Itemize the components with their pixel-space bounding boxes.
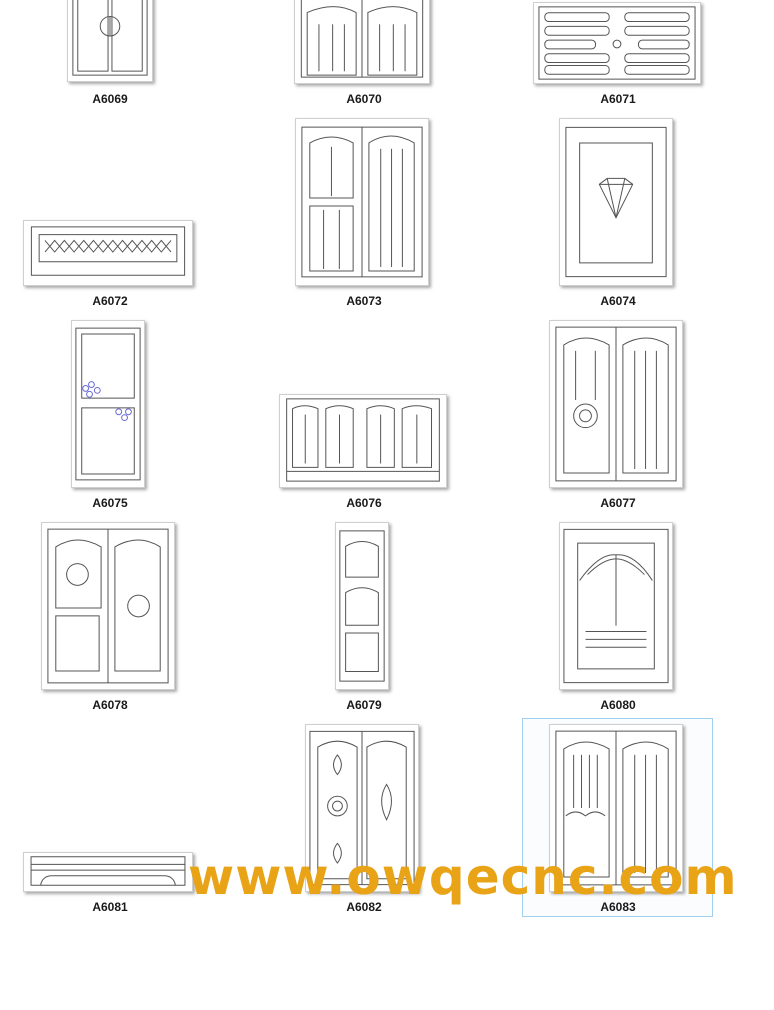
door-drawing [280, 395, 446, 487]
door-thumbnail[interactable] [549, 320, 683, 488]
gallery-item-a6075[interactable]: A6075 [0, 320, 235, 606]
door-thumbnail[interactable] [305, 724, 419, 892]
site-watermark: www.owqecnc.com [188, 848, 738, 906]
door-thumbnail[interactable] [67, 0, 153, 82]
gallery-item-a6077[interactable]: A6077 [493, 320, 743, 606]
door-drawing [295, 0, 429, 83]
door-drawing [24, 853, 192, 891]
gallery-item-a6069[interactable]: A6069 [0, 0, 235, 202]
gallery-item-a6074[interactable]: A6074 [493, 118, 743, 404]
door-thumbnail[interactable] [295, 118, 429, 286]
door-thumbnail[interactable] [559, 522, 673, 690]
gallery-item-a6070[interactable]: A6070 [239, 0, 489, 202]
item-code-label: A6073 [346, 294, 382, 308]
door-drawing [24, 221, 192, 285]
gallery-item-a6082[interactable]: A6082 [239, 724, 489, 1010]
door-drawing [72, 321, 144, 487]
door-drawing [306, 725, 418, 891]
gallery-item-a6079[interactable]: A6079 [239, 522, 489, 808]
door-thumbnail[interactable] [279, 394, 447, 488]
item-code-label: A6071 [600, 92, 636, 106]
door-thumbnail[interactable] [41, 522, 175, 690]
gallery-item-a6073[interactable]: A6073 [239, 118, 489, 404]
item-code-label: A6074 [600, 294, 636, 308]
item-code-label: A6080 [600, 698, 636, 712]
door-drawing [534, 3, 700, 83]
item-code-label: A6079 [346, 698, 382, 712]
door-drawing [550, 321, 682, 487]
door-drawing [42, 523, 174, 689]
item-code-label: A6076 [346, 496, 382, 510]
door-thumbnail[interactable] [23, 220, 193, 286]
door-thumbnail[interactable] [549, 724, 683, 892]
door-drawing [550, 725, 682, 891]
door-thumbnail[interactable] [533, 2, 701, 84]
gallery-item-a6072[interactable]: A6072 [0, 202, 235, 404]
gallery-item-a6076[interactable]: A6076 [239, 394, 489, 606]
door-thumbnail[interactable] [71, 320, 145, 488]
item-code-label: A6081 [92, 900, 128, 914]
door-drawing [560, 523, 672, 689]
door-thumbnail[interactable] [559, 118, 673, 286]
gallery-item-a6078[interactable]: A6078 [0, 522, 235, 808]
door-drawing [68, 0, 152, 81]
item-code-label: A6069 [92, 92, 128, 106]
gallery-item-a6071[interactable]: A6071 [493, 0, 743, 202]
gallery-item-a6080[interactable]: A6080 [493, 522, 743, 808]
item-code-label: A6082 [346, 900, 382, 914]
item-code-label: A6070 [346, 92, 382, 106]
item-code-label: A6083 [600, 900, 636, 914]
item-code-label: A6075 [92, 496, 128, 510]
item-code-label: A6072 [92, 294, 128, 308]
door-thumbnail[interactable] [23, 852, 193, 892]
gallery-item-a6083[interactable]: A6083 [493, 724, 743, 1010]
item-code-label: A6078 [92, 698, 128, 712]
door-thumbnail[interactable] [335, 522, 389, 690]
door-drawing [560, 119, 672, 285]
door-drawing [336, 523, 388, 689]
door-thumbnail[interactable] [294, 0, 430, 84]
door-drawing [296, 119, 428, 285]
item-code-label: A6077 [600, 496, 636, 510]
gallery-item-a6081[interactable]: A6081 [0, 808, 235, 1010]
